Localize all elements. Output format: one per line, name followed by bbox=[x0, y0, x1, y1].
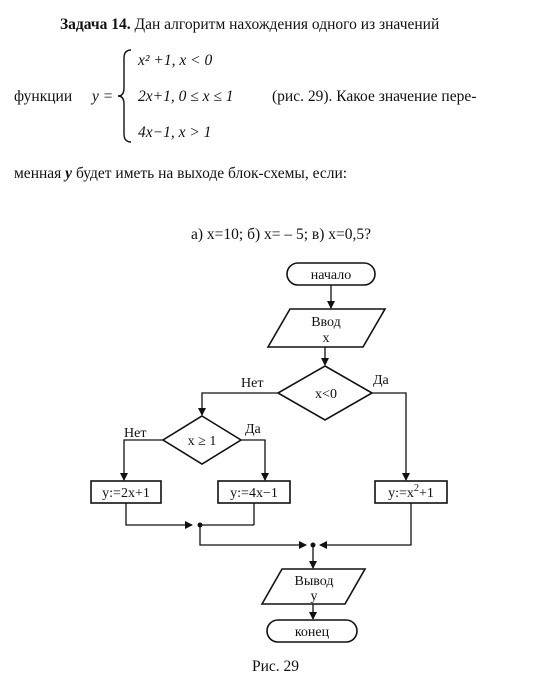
line3-end: будет иметь на выходе блок-схемы, если: bbox=[75, 165, 348, 182]
process-2x-label: y:=2x+1 bbox=[102, 486, 150, 501]
condition1-yes-label: Да bbox=[373, 373, 390, 388]
piecewise-case-3: 4x−1, x > 1 bbox=[138, 124, 212, 141]
start-terminal: начало bbox=[286, 262, 376, 286]
arrow-cond1-yes bbox=[372, 392, 410, 481]
condition2-yes-label: Да bbox=[245, 422, 262, 437]
process-4x-minus-1: y:=4x−1 bbox=[217, 480, 291, 504]
input-variable: x bbox=[323, 331, 330, 346]
piecewise-brace bbox=[117, 49, 132, 143]
problem-first-line: Задача 14. Дан алгоритм нахождения одног… bbox=[60, 15, 439, 35]
line3-variable: y bbox=[65, 165, 73, 182]
process-x2-label: y:=x2+1 bbox=[388, 483, 434, 501]
piecewise-case-1: x² +1, x < 0 bbox=[138, 52, 213, 69]
end-label: конец bbox=[295, 625, 330, 640]
arrow-cond2-no bbox=[120, 439, 163, 481]
piecewise-case-2: 2x+1, 0 ≤ x ≤ 1 bbox=[138, 88, 234, 105]
arrow-cond1-no bbox=[198, 392, 278, 416]
start-label: начало bbox=[311, 268, 352, 283]
y-equals: y = bbox=[92, 88, 114, 105]
process-x2-exponent: 2 bbox=[414, 483, 419, 494]
condition-x-ge-1: x ≥ 1 bbox=[161, 415, 243, 465]
condition2-text: x ≥ 1 bbox=[188, 434, 217, 449]
arrow-right-merge bbox=[319, 503, 412, 549]
output-block: Вывод y bbox=[260, 568, 367, 605]
input-block: Ввод x bbox=[266, 308, 387, 348]
end-terminal: конец bbox=[266, 619, 358, 643]
condition1-no-label: Нет bbox=[241, 376, 263, 391]
arrow-left-merge bbox=[199, 525, 307, 549]
question-values: а) x=10; б) x= – 5; в) x=0,5? bbox=[191, 226, 372, 243]
problem-line1-text: Дан алгоритм нахождения одного из значен… bbox=[134, 16, 440, 33]
process-2x-plus-1: y:=2x+1 bbox=[90, 480, 162, 504]
problem-title: Задача 14. bbox=[60, 16, 131, 33]
condition2-no-label: Нет bbox=[124, 426, 146, 441]
process-4x-label: y:=4x−1 bbox=[230, 486, 278, 501]
process-x-squared-plus-1: y:=x2+1 bbox=[374, 480, 448, 504]
process-x2-base: y:=x bbox=[388, 486, 414, 501]
input-label: Ввод bbox=[311, 315, 341, 330]
condition1-text: x<0 bbox=[315, 387, 337, 402]
condition-x-lt-0: x<0 bbox=[276, 365, 374, 421]
output-variable: y bbox=[311, 589, 318, 604]
problem-third-line: менная y будет иметь на выходе блок-схем… bbox=[14, 164, 347, 184]
output-label: Вывод bbox=[295, 574, 334, 589]
arrow-2x-merge bbox=[125, 503, 193, 529]
arrow-cond2-yes bbox=[241, 439, 269, 481]
process-x2-tail: +1 bbox=[419, 486, 434, 501]
line3-start: менная bbox=[14, 165, 62, 182]
figure-caption: Рис. 29 bbox=[252, 658, 300, 675]
function-tail-text: (рис. 29). Какое значение пере- bbox=[272, 88, 477, 105]
function-label: функции bbox=[14, 88, 73, 105]
